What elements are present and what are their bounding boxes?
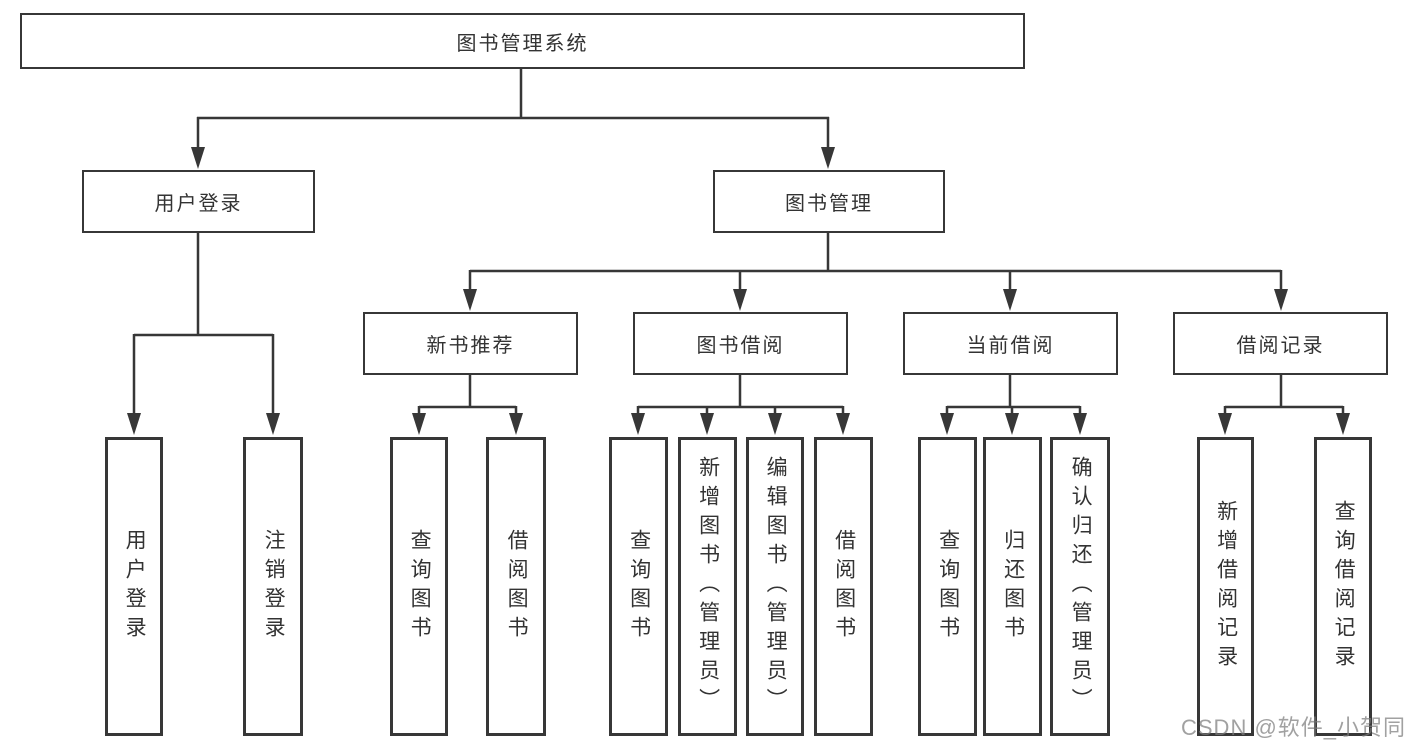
node-label: 图书借阅 bbox=[696, 335, 785, 357]
node-label: 借阅图书 bbox=[505, 528, 529, 645]
node-user-login-module: 用户登录 bbox=[82, 170, 315, 233]
node-leaf-borrow-books-recommend: 借阅图书 bbox=[486, 437, 546, 736]
arrowheads bbox=[127, 147, 1350, 435]
node-leaf-query-books-current: 查询图书 bbox=[918, 437, 977, 736]
node-leaf-edit-book-admin: 编辑图书（管理员） bbox=[746, 437, 804, 736]
node-label: 查询图书 bbox=[408, 528, 432, 645]
node-leaf-query-books-recommend: 查询图书 bbox=[390, 437, 448, 736]
node-leaf-confirm-return-admin: 确认归还（管理员） bbox=[1050, 437, 1110, 736]
node-new-book-recommendation: 新书推荐 bbox=[363, 312, 578, 375]
node-label: 查询图书 bbox=[936, 528, 960, 645]
node-label: 借阅图书 bbox=[832, 528, 856, 645]
node-leaf-query-borrow-record: 查询借阅记录 bbox=[1314, 437, 1372, 736]
csdn-watermark: CSDN @软件_小贺同学 bbox=[1181, 715, 1405, 740]
node-leaf-add-borrow-record: 新增借阅记录 bbox=[1197, 437, 1254, 736]
node-label: 图书管理 bbox=[785, 193, 873, 215]
node-label: 新增图书（管理员） bbox=[696, 456, 720, 717]
node-label: 新增借阅记录 bbox=[1214, 499, 1238, 674]
node-label: 查询借阅记录 bbox=[1332, 499, 1356, 674]
connector-path bbox=[132, 68, 1345, 415]
node-label: 查询图书 bbox=[627, 528, 651, 645]
node-leaf-add-book-admin: 新增图书（管理员） bbox=[678, 437, 737, 736]
node-label: 用户登录 bbox=[154, 193, 243, 215]
node-leaf-query-books-borrowing: 查询图书 bbox=[609, 437, 668, 736]
node-label: 图书管理系统 bbox=[456, 32, 589, 55]
node-borrowing-records: 借阅记录 bbox=[1173, 312, 1388, 375]
node-leaf-user-login: 用户登录 bbox=[105, 437, 163, 736]
node-current-borrowing: 当前借阅 bbox=[903, 312, 1118, 375]
node-label: 归还图书 bbox=[1001, 528, 1025, 645]
node-label: 新书推荐 bbox=[426, 335, 515, 357]
node-leaf-logout: 注销登录 bbox=[243, 437, 303, 736]
node-label: 用户登录 bbox=[123, 528, 147, 645]
node-label: 借阅记录 bbox=[1236, 335, 1325, 357]
node-label: 注销登录 bbox=[262, 528, 286, 645]
node-leaf-borrow-books: 借阅图书 bbox=[814, 437, 873, 736]
node-book-borrowing: 图书借阅 bbox=[633, 312, 848, 375]
node-leaf-return-books: 归还图书 bbox=[983, 437, 1042, 736]
node-label: 确认归还（管理员） bbox=[1069, 456, 1093, 717]
node-library-management-system: 图书管理系统 bbox=[20, 13, 1025, 69]
node-label: 编辑图书（管理员） bbox=[764, 456, 788, 717]
node-label: 当前借阅 bbox=[966, 335, 1055, 357]
node-book-management-module: 图书管理 bbox=[713, 170, 945, 233]
